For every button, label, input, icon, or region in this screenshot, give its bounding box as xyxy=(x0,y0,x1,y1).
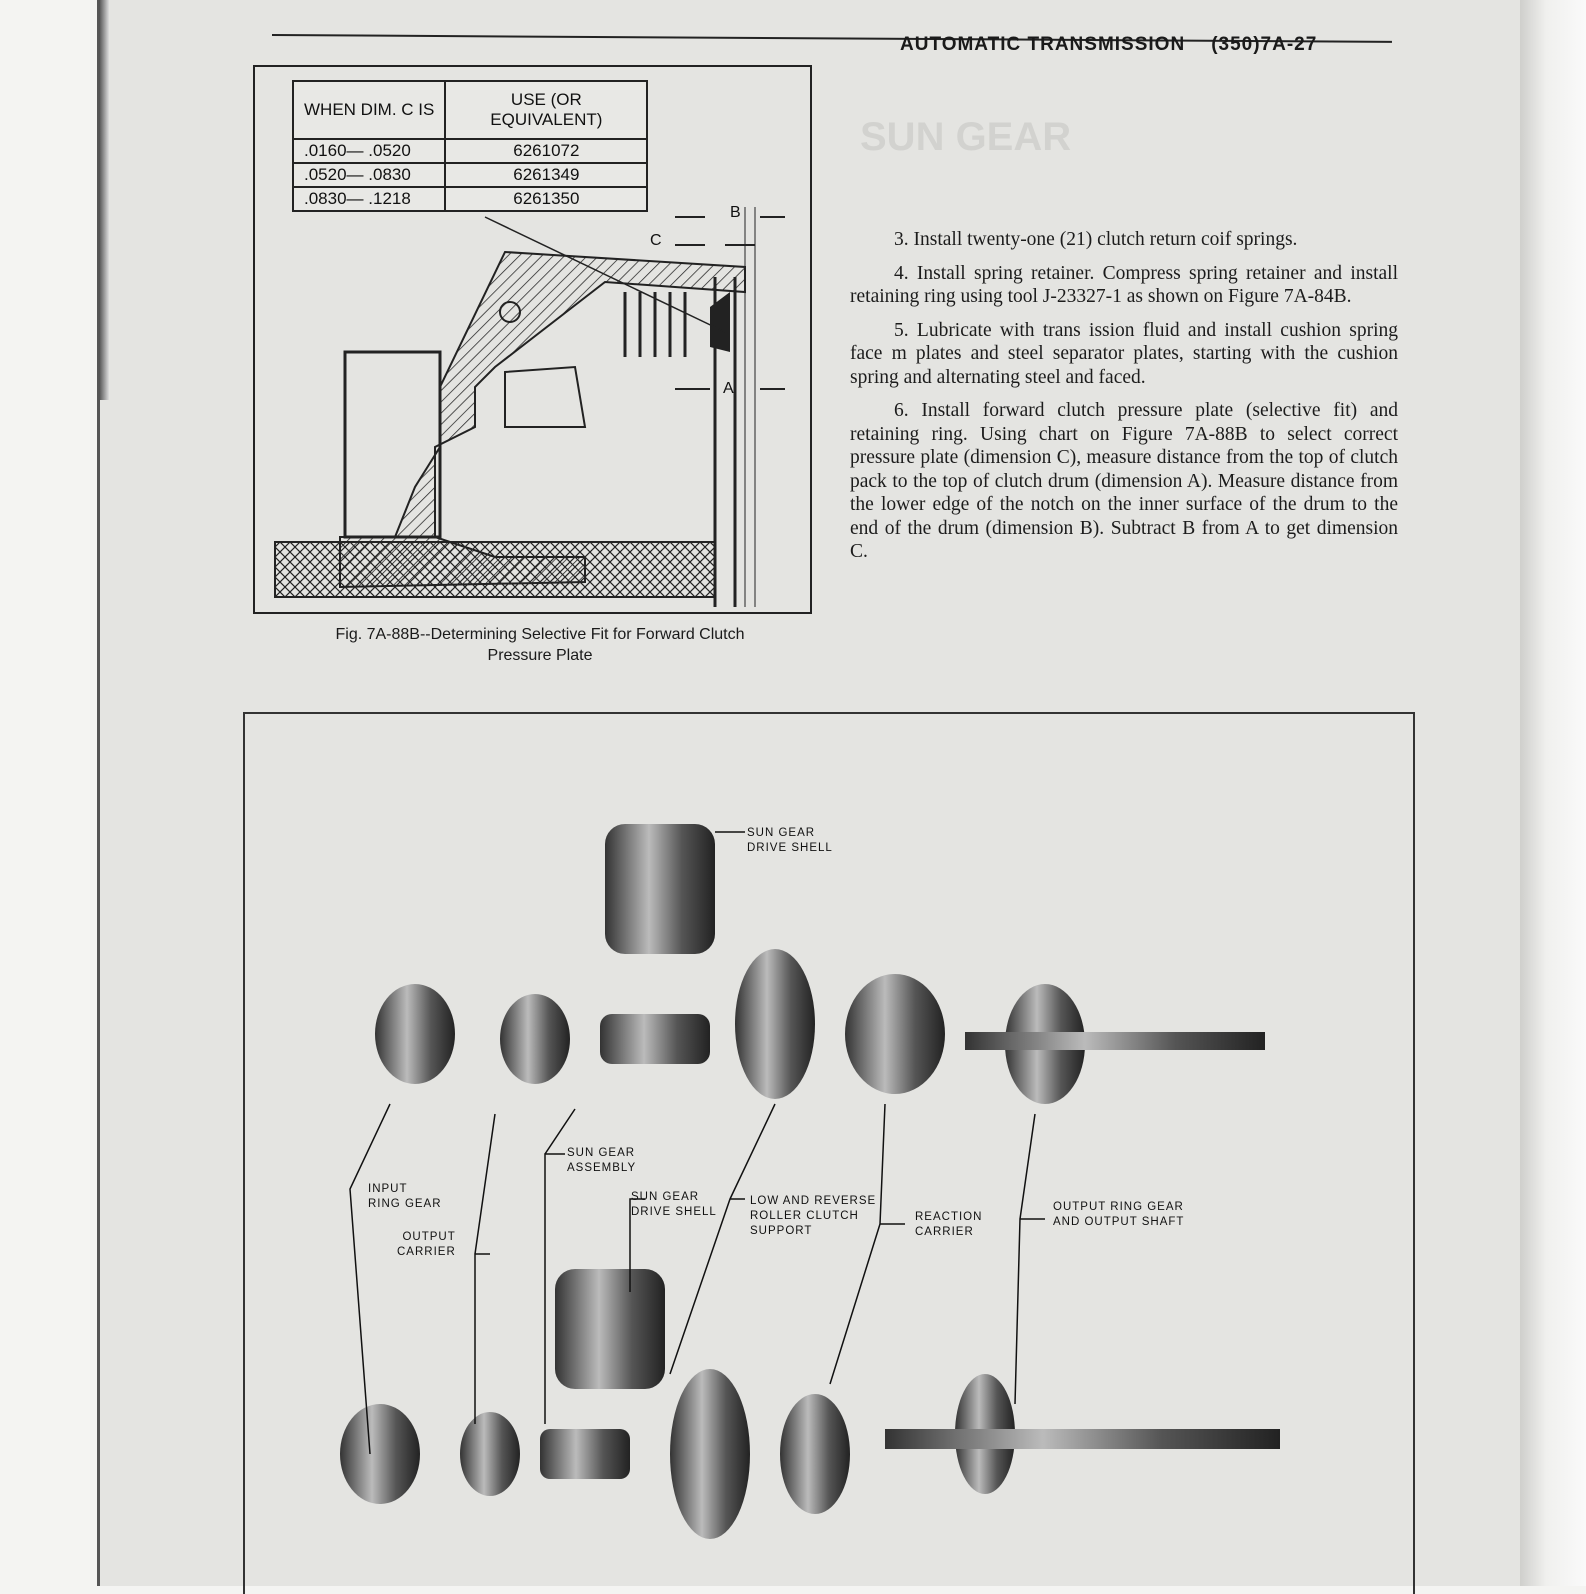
parts-top-row xyxy=(375,824,1265,1104)
sun-gear-assembly-part xyxy=(600,1014,710,1064)
dimension-c-label: C xyxy=(650,232,663,249)
step-3: 3. Install twenty-one (21) clutch return… xyxy=(894,229,1298,250)
roller-clutch-support-part xyxy=(735,949,815,1099)
clutch-cross-section-diagram xyxy=(274,207,785,607)
parts-bottom-row xyxy=(340,1269,1280,1539)
book-binding xyxy=(97,0,109,400)
part-number: 6261350 xyxy=(444,186,649,212)
output-carrier-part xyxy=(500,994,570,1084)
caption-line: Fig. 7A-88B--Determining Selective Fit f… xyxy=(335,626,745,643)
selective-fit-table: WHEN DIM. C IS USE (OR EQUIVALENT) .0160… xyxy=(291,80,649,212)
dim-range: .0520— .0830 xyxy=(291,162,447,188)
step-4: 4. Install spring retainer. Compress spr… xyxy=(850,262,1398,308)
dimension-a-label: A xyxy=(723,380,735,397)
figure-caption: Fig. 7A-88B--Determining Selective Fit f… xyxy=(270,624,810,666)
reaction-carrier-part xyxy=(845,974,945,1094)
leader-lines xyxy=(349,831,1045,1455)
caption-line: Pressure Plate xyxy=(487,647,593,664)
table-header-row: WHEN DIM. C IS USE (OR EQUIVALENT) xyxy=(291,80,649,140)
part-number: 6261072 xyxy=(444,138,649,164)
page-stack-edge xyxy=(1520,0,1586,1586)
column-header: USE (OR EQUIVALENT) xyxy=(444,80,649,140)
page-edge xyxy=(97,0,100,1586)
sun-gear-drive-shell-part xyxy=(605,824,715,954)
step-6: 6. Install forward clutch pressure plate… xyxy=(850,400,1398,562)
figure-cross-section: B C A xyxy=(253,65,812,614)
dimension-b-label: B xyxy=(730,204,742,221)
dim-range: .0830— .1218 xyxy=(291,186,447,212)
column-header: WHEN DIM. C IS xyxy=(291,80,447,140)
step-5: 5. Lubricate with trans ission fluid and… xyxy=(850,319,1398,388)
section-title: AUTOMATIC TRANSMISSION xyxy=(900,34,1186,55)
bleed-through: SUN GEAR xyxy=(860,115,1072,159)
input-ring-gear-part xyxy=(375,984,455,1084)
output-shaft-part xyxy=(965,1032,1265,1050)
page-number: (350)7A-27 xyxy=(1211,34,1318,55)
dim-range: .0160— .0520 xyxy=(291,138,447,164)
page-header: AUTOMATIC TRANSMISSION (350)7A-27 xyxy=(900,34,1343,56)
exploded-parts-illustration xyxy=(340,824,1280,1539)
part-number: 6261349 xyxy=(444,162,649,188)
instruction-steps: 3. Install twenty-one (21) clutch return… xyxy=(850,228,1398,574)
manual-page xyxy=(97,0,1522,1586)
